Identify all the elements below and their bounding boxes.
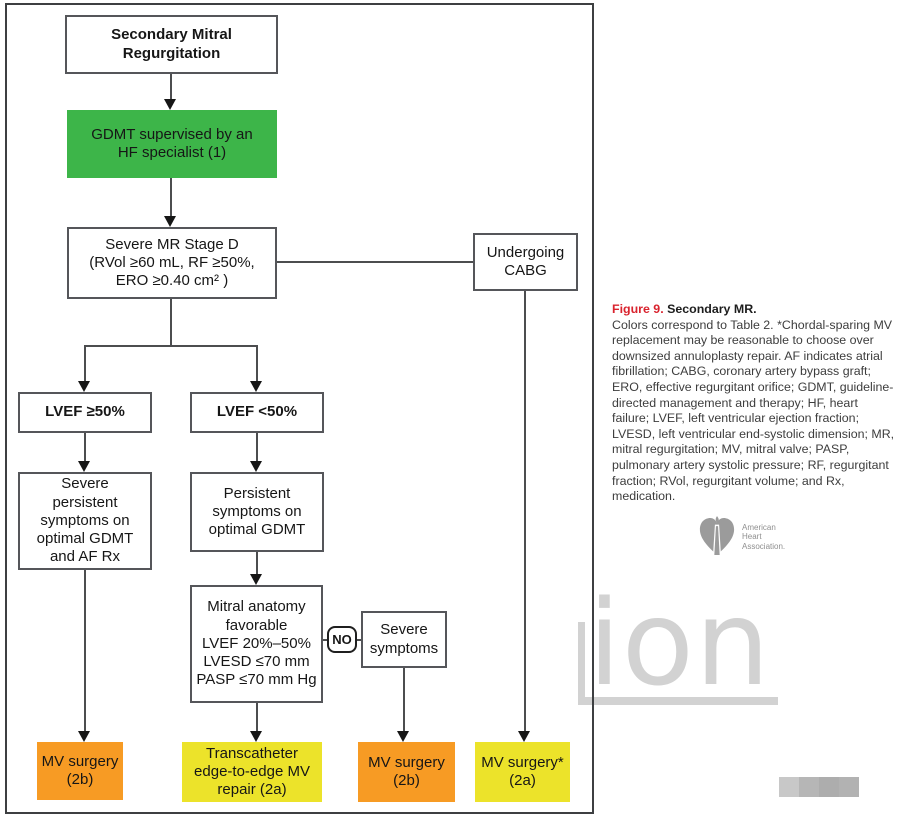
arrowhead-into-mvsurgery-right [518,731,530,742]
blur-segment-2 [799,777,819,797]
flow-line-cabg-mvsurgery [524,291,526,732]
node-mitral-anatomy-favorable: Mitral anatomy favorable LVEF 20%–50% LV… [190,585,323,703]
blur-segment-3 [819,777,839,797]
arrowhead-into-severe-persistent [78,461,90,472]
figure-caption: Figure 9. Secondary MR. Colors correspon… [612,302,896,505]
flow-line-lvefge50-symptoms [84,433,86,462]
node-severe-symptoms: Severe symptoms [361,611,447,668]
flow-line-persistent-anatomy [256,552,258,575]
aha-logo-line1: American [742,522,776,532]
flow-line-gdmt-severemr [170,178,172,217]
aha-logo-line3: Association. [742,541,786,551]
heart-torch-icon [699,516,735,556]
no-label-pill: NO [327,626,357,653]
figure-number-label: Figure 9. [612,302,664,316]
panel-border-segment [592,568,594,718]
watermark-text: ion [588,574,771,712]
blurred-redaction-bar [779,777,859,797]
node-severe-persistent-symptoms: Severe persistent symptoms on optimal GD… [18,472,152,570]
blur-segment-1 [779,777,799,797]
flow-line-lveflt50-persistent [256,433,258,462]
node-undergoing-cabg: Undergoing CABG [473,233,578,291]
node-secondary-mitral-regurgitation: Secondary Mitral Regurgitation [65,15,278,74]
watermark-underline [582,697,778,705]
flow-line-severesymptoms-mvsurgery [403,668,405,732]
flow-line-to-lvef-ge50 [84,345,86,382]
aha-logo-line2: Heart [742,532,762,542]
node-mv-surgery-2a-right: MV surgery* (2a) [475,742,570,802]
flow-line-to-lvef-lt50 [256,345,258,382]
aha-logo-text: American Heart Association. [742,523,785,552]
node-mv-surgery-2b-left: MV surgery (2b) [37,742,123,800]
arrowhead-into-anatomy [250,574,262,585]
arrowhead-into-severemr [164,216,176,227]
watermark-partial-letter [578,622,585,705]
flow-line-branch-horizontal [84,345,258,347]
flow-line-start-gdmt [170,74,172,101]
arrowhead-into-mvsurgery-left [78,731,90,742]
arrowhead-into-persistent [250,461,262,472]
arrowhead-into-teer [250,731,262,742]
figure-description: Colors correspond to Table 2. *Chordal-s… [612,317,895,504]
node-gdmt-hf-specialist: GDMT supervised by an HF specialist (1) [67,110,277,178]
node-severe-mr-stage-d: Severe MR Stage D (RVol ≥60 mL, RF ≥50%,… [67,227,277,299]
arrowhead-into-gdmt [164,99,176,110]
node-persistent-symptoms: Persistent symptoms on optimal GDMT [190,472,324,552]
figure-title: Secondary MR. [667,302,757,316]
arrowhead-into-mvsurgery-mid [397,731,409,742]
flow-line-severemr-cabg [277,261,473,263]
arrowhead-into-lvef-ge50 [78,381,90,392]
node-transcatheter-repair-2a: Transcatheter edge-to-edge MV repair (2a… [182,742,322,802]
flow-line-severemr-branch [170,299,172,345]
node-lvef-ge-50: LVEF ≥50% [18,392,152,433]
blur-segment-4 [839,777,859,797]
flow-line-anatomy-teer [256,703,258,732]
flow-line-symptoms-mvsurgery-left [84,570,86,732]
arrowhead-into-lvef-lt50 [250,381,262,392]
caption-heading: Figure 9. Secondary MR. [612,302,896,318]
aha-logo: American Heart Association. [698,516,785,558]
node-mv-surgery-2b-mid: MV surgery (2b) [358,742,455,802]
node-lvef-lt-50: LVEF <50% [190,392,324,433]
